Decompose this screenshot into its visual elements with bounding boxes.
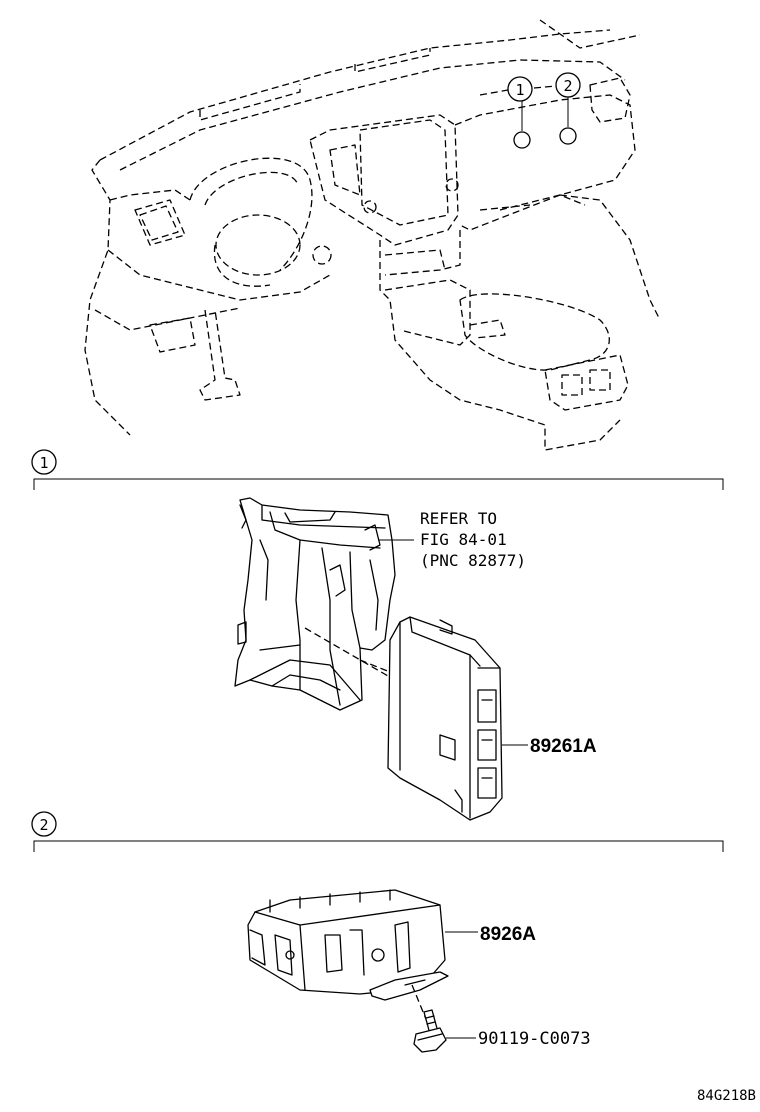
ecu-module-89261A — [387, 616, 503, 821]
section-2-marker: 2 — [31, 811, 57, 837]
section-2: 2 8926 — [31, 811, 724, 1053]
drawing-id: 84G218B — [697, 1088, 756, 1104]
bolt-90119-C0073 — [413, 1009, 447, 1053]
callout-2-label: 2 — [563, 77, 572, 95]
reference-note-line-1: REFER TO — [420, 509, 497, 528]
ecu-bracket — [234, 497, 396, 711]
part-number-89261A: 89261A — [530, 736, 597, 757]
section-1-marker: 1 — [31, 449, 57, 475]
reference-note: REFER TO FIG 84-01 (PNC 82877) — [420, 509, 526, 570]
callout-1-marker: 1 — [507, 76, 533, 102]
assembly-line — [304, 627, 396, 681]
reference-note-line-3: (PNC 82877) — [420, 551, 526, 570]
dashboard-overview — [84, 19, 661, 451]
reference-note-line-2: FIG 84-01 — [420, 530, 507, 549]
part-number-90119-C0073: 90119-C0073 — [478, 1029, 591, 1049]
svg-text:1: 1 — [39, 454, 48, 472]
section-1: 1 — [31, 449, 724, 821]
section-1-divider — [33, 478, 724, 490]
control-module-8926A — [247, 889, 449, 1001]
part-number-8926A: 8926A — [480, 924, 536, 945]
section-2-divider — [33, 840, 724, 852]
svg-text:2: 2 — [39, 816, 48, 834]
callout-2-marker: 2 — [555, 72, 581, 98]
callout-1-label: 1 — [515, 81, 524, 99]
